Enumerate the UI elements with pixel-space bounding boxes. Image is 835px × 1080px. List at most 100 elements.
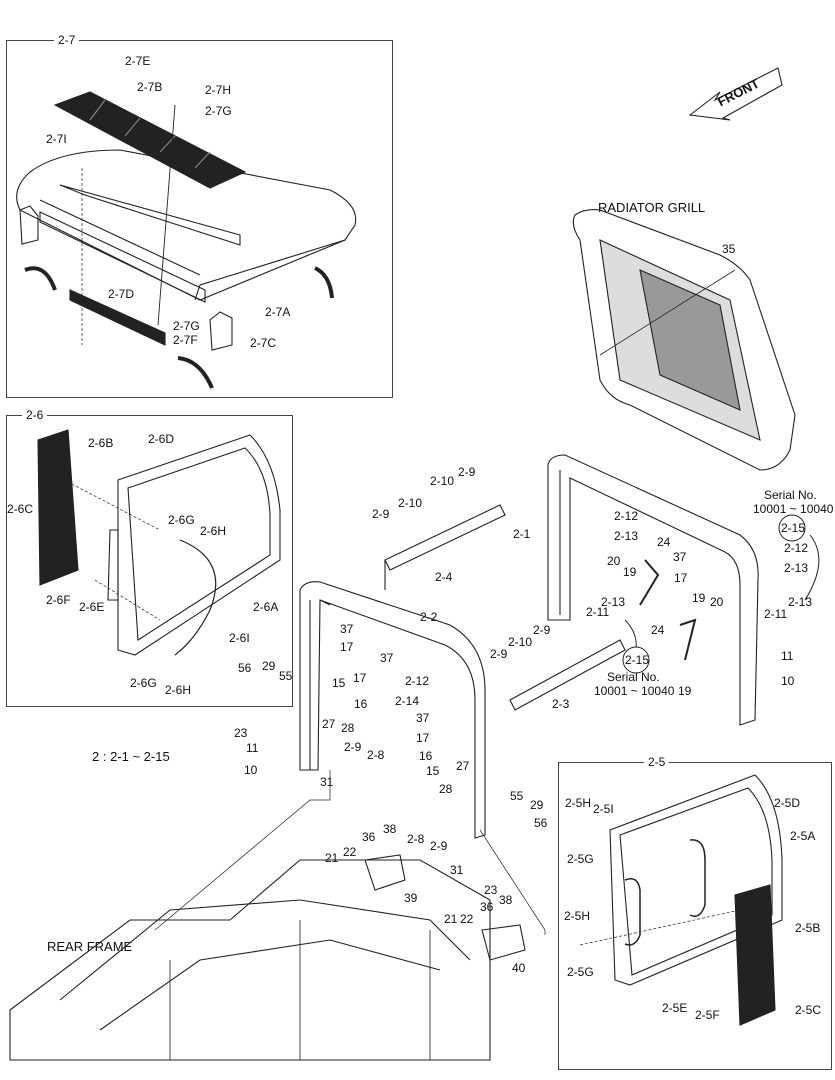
callout: 22	[343, 845, 357, 859]
rear-frame-title: REAR FRAME	[47, 939, 133, 954]
callout: 2-5H	[565, 796, 592, 810]
detail-box-2-6-label: 2-6	[22, 409, 48, 421]
strip-2-7D	[39, 211, 206, 303]
callout: 2-5E	[662, 1001, 688, 1015]
callout: 2-8	[367, 748, 385, 762]
callout: 37	[380, 651, 394, 665]
frame-2-2	[299, 581, 486, 839]
callout: 36	[480, 900, 494, 914]
callout: 2-6D	[148, 432, 175, 446]
callout: 2-7H	[205, 83, 232, 97]
callout: 27	[322, 717, 336, 731]
callout: 2-10	[508, 635, 533, 649]
callout: 2-9	[372, 507, 390, 521]
callout: 2-6F	[46, 593, 71, 607]
callout: 21	[325, 851, 339, 865]
callout: 20	[607, 554, 621, 568]
callout: 55	[510, 789, 524, 803]
circle-label-b: 2-15	[625, 653, 650, 667]
callout: 2-13	[614, 529, 639, 543]
callout: 2-14	[395, 694, 420, 708]
callout: 2-10	[398, 496, 423, 510]
callout: 35	[722, 242, 736, 256]
detail-box-2-5	[558, 762, 832, 1070]
callout: 2-9	[490, 647, 508, 661]
callout: 28	[439, 782, 453, 796]
callout: 36	[362, 830, 376, 844]
callout: 2-6H	[165, 683, 192, 697]
callout: 2-5G	[567, 965, 594, 979]
callout: 38	[383, 822, 397, 836]
gas-spring	[639, 559, 660, 606]
callout: 2-7F	[173, 333, 198, 347]
callout: 40	[512, 961, 526, 975]
door-2-6A	[117, 434, 281, 656]
callout: 20	[710, 595, 724, 609]
callout: 16	[354, 697, 368, 711]
callout: 2-12	[405, 674, 430, 688]
callout: 2-13	[784, 561, 809, 575]
callout: 2-6G	[130, 676, 157, 690]
callout: 2-5F	[695, 1008, 720, 1022]
callout: 2-9	[344, 740, 362, 754]
callout: 2-11	[764, 607, 788, 621]
callout: 39	[404, 891, 418, 905]
callout: 2-8	[407, 832, 425, 846]
callout: 2-5G	[567, 852, 594, 866]
callout: 27	[456, 759, 470, 773]
serial-note-a-1: Serial No.	[764, 488, 817, 502]
callout: 21	[444, 912, 458, 926]
callout: 23	[484, 883, 498, 897]
callout: 2-2	[420, 610, 438, 624]
bracket-39	[364, 854, 406, 891]
callout: 15	[426, 764, 440, 778]
callout: 2-4	[435, 570, 453, 584]
radiator-grill	[572, 209, 796, 471]
callout: 10	[244, 763, 258, 777]
bracket-40	[481, 924, 526, 961]
callout: 56	[238, 661, 252, 675]
callout: 16	[419, 749, 433, 763]
callout: 2-5B	[795, 921, 821, 935]
callout: 24	[651, 623, 665, 637]
callout: 2-5D	[774, 796, 801, 810]
detail-box-2-7-label: 2-7	[54, 34, 80, 46]
callout: 2-11	[586, 605, 610, 619]
callout: 23	[234, 726, 248, 740]
callout: 37	[416, 711, 430, 725]
callout: 2-3	[552, 697, 570, 711]
callout: 19	[623, 565, 637, 579]
rear-frame	[9, 859, 491, 1061]
callout: 11	[781, 649, 794, 663]
radiator-grill-title: RADIATOR GRILL	[598, 200, 706, 215]
callout: 29	[262, 659, 276, 673]
callout: 2-9	[458, 465, 476, 479]
grill-2-6B	[37, 429, 79, 586]
callout: 2-7E	[125, 54, 151, 68]
callout: 19	[678, 684, 692, 698]
circle-label-a: 2-15	[781, 521, 806, 535]
bar-2-3	[509, 639, 626, 711]
callout: 2-13	[788, 595, 813, 609]
callout: 29	[530, 798, 544, 812]
callout: 2-5C	[795, 1003, 822, 1017]
range-note: 2 : 2-1 ~ 2-15	[92, 749, 170, 764]
callout: 22	[460, 912, 474, 926]
callout: 31	[450, 863, 464, 877]
callout: 2-6H	[200, 524, 227, 538]
callout: 56	[534, 816, 548, 830]
callout: 2-6I	[229, 631, 250, 645]
grill-2-7B	[53, 91, 247, 189]
callout: 2-6E	[79, 600, 105, 614]
callout: 2-6C	[7, 502, 34, 516]
callout: 2-12	[614, 509, 639, 523]
callout: 2-7I	[46, 132, 67, 146]
callout: 17	[340, 640, 354, 654]
callout: 37	[673, 550, 687, 564]
front-arrow	[688, 67, 783, 121]
callout: 17	[416, 731, 430, 745]
callout: 2-5H	[564, 909, 591, 923]
callout: 2-12	[784, 541, 809, 555]
serial-note-a-2: 10001 ~ 10040	[753, 502, 834, 516]
